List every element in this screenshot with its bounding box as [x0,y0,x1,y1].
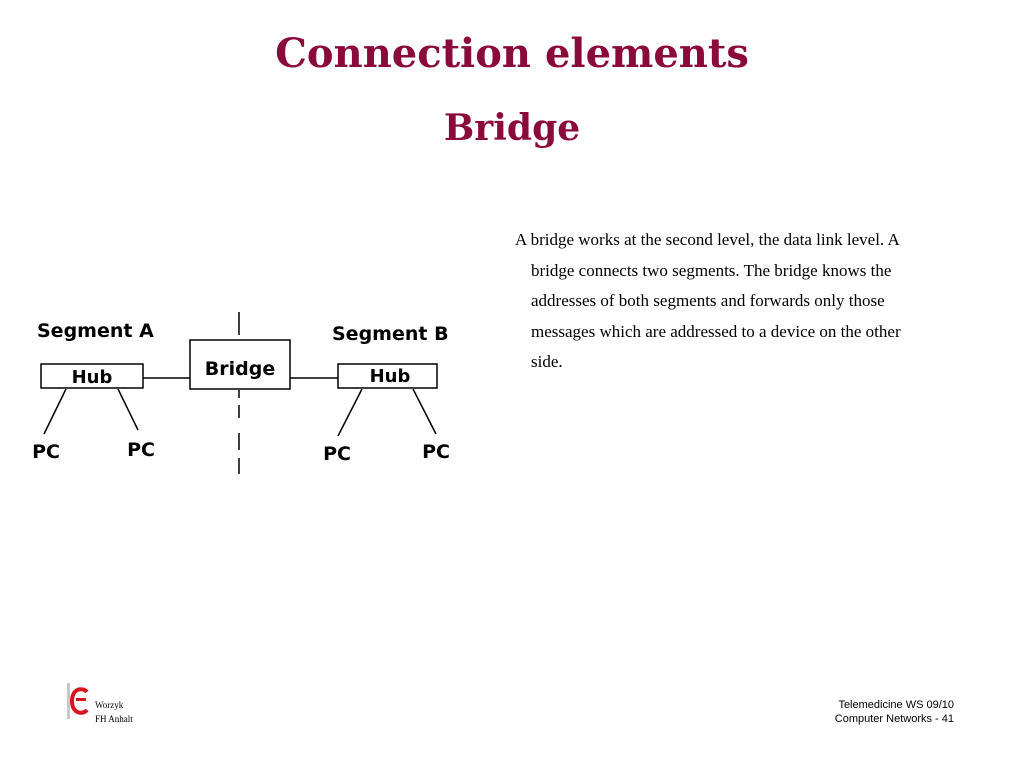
link-hub-b-pc-1 [337,388,363,437]
pc-label: PC [422,441,450,463]
bridge-box [189,339,291,390]
footer-author-block: Worzyk FH Anhalt [95,698,133,726]
hub-a-label: Hub [72,367,113,388]
pc-label: PC [32,441,60,463]
bridge-label: Bridge [205,358,275,380]
fh-anhalt-logo [67,683,89,719]
footer-author: Worzyk [95,700,124,710]
body-text: A bridge works at the second level, the … [515,230,901,371]
footer-page-number: Computer Networks - 41 [834,713,954,725]
hub-b-box [337,363,438,389]
link-hub-a-pc-2 [117,388,139,431]
segment-a-label: Segment A [37,320,154,342]
slide-subtitle: Bridge [443,107,581,149]
bridge-network-diagram: Segment A Segment B Bridge Hub Hub PC PC… [32,312,450,474]
footer-institution: FH Anhalt [95,714,133,724]
link-hub-b-pc-2 [412,388,437,435]
footer-course: Telemedicine WS 09/10 [838,699,954,711]
hub-b-label: Hub [370,366,411,387]
segment-b-label: Segment B [332,323,449,345]
link-hub-a-pc-1 [43,388,67,435]
footer-course-block: Telemedicine WS 09/10 Computer Networks … [835,698,954,726]
pc-label: PC [323,443,351,465]
slide-title: Connection elements [275,30,749,77]
hub-a-box [40,363,144,389]
pc-label: PC [127,439,155,461]
